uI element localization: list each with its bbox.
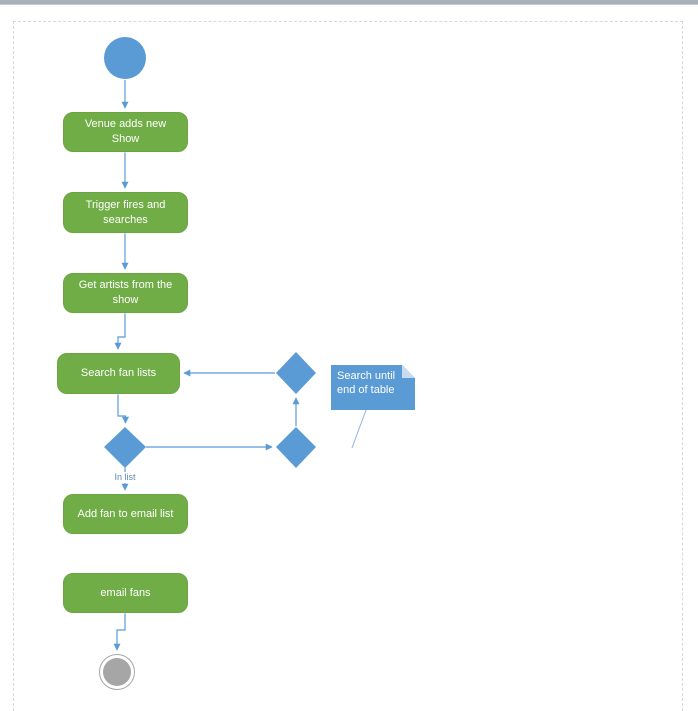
- activity-label: Search fan lists: [80, 367, 157, 380]
- page-boundary: [13, 21, 683, 711]
- activity-get-artists[interactable]: Get artists from the show: [63, 273, 188, 313]
- activity-label: Add fan to email list: [77, 507, 174, 520]
- activity-venue-adds-show[interactable]: Venue adds new Show: [63, 112, 188, 152]
- end-node[interactable]: [99, 654, 135, 690]
- edge-label-in-list: In list: [103, 472, 147, 483]
- connector-getartists-to-search[interactable]: [114, 313, 126, 350]
- connector-search-to-decision2[interactable]: [117, 394, 129, 424]
- decision-diamond-bottom-left[interactable]: [104, 427, 146, 468]
- start-node[interactable]: [104, 37, 146, 79]
- activity-label: Trigger fires and searches: [85, 198, 166, 226]
- note-search-until-end-of-table[interactable]: Search until end of table: [331, 365, 415, 410]
- end-node-inner-circle: [103, 658, 131, 686]
- window-edge-bar: [0, 0, 698, 5]
- connector-emailfans-to-end[interactable]: [113, 613, 126, 651]
- note-text: Search until end of table: [337, 370, 396, 397]
- activity-search-fan-lists[interactable]: Search fan lists: [57, 353, 180, 394]
- decision-diamond-bottom-right[interactable]: [276, 427, 316, 468]
- note-leader-line[interactable]: [351, 409, 367, 449]
- activity-trigger-fires[interactable]: Trigger fires and searches: [63, 192, 188, 233]
- activity-label: email fans: [100, 586, 151, 599]
- decision-diamond-top-right[interactable]: [276, 352, 316, 394]
- activity-label: Get artists from the show: [78, 279, 173, 306]
- activity-email-fans[interactable]: email fans: [63, 573, 188, 613]
- activity-add-fan-to-email-list[interactable]: Add fan to email list: [63, 494, 188, 534]
- activity-label: Venue adds new Show: [84, 118, 167, 145]
